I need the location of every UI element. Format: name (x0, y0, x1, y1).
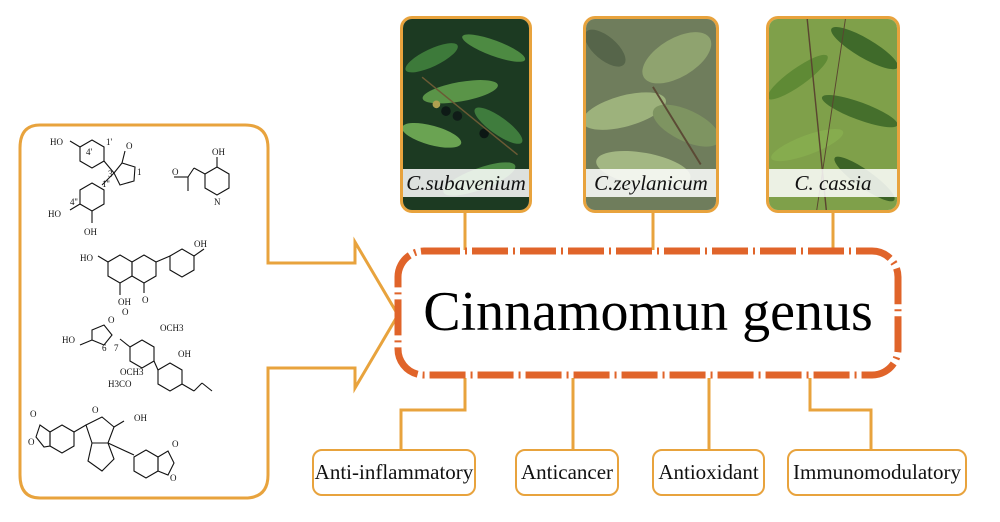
hub-title: Cinnamomun genus (423, 281, 873, 343)
atom-label: 6 (102, 343, 107, 353)
atom-label: HO (62, 335, 75, 345)
structure-lactone (69, 139, 136, 223)
atom-label: O (30, 409, 37, 419)
atom-label: O (142, 295, 149, 305)
atom-label: O (172, 439, 179, 449)
atom-label: OH (84, 227, 97, 237)
atom-label: 7 (114, 343, 119, 353)
atom-label: H3CO (108, 379, 132, 389)
species-label: C.zeylanicum (586, 169, 716, 197)
atom-label: OH (118, 297, 131, 307)
atom-label: O (126, 141, 133, 151)
activity-anti-inflammatory: Anti-inflammatory (312, 449, 476, 496)
atom-label: OCH3 (160, 323, 184, 333)
atom-label: OH (134, 413, 147, 423)
structure-furofuran (35, 416, 175, 479)
atom-label: HO (48, 209, 61, 219)
species-label: C.subavenium (403, 169, 529, 197)
atom-label: 4' (86, 147, 93, 157)
atom-label: O (170, 473, 177, 483)
atom-label: OH (178, 349, 191, 359)
species-label: C. cassia (769, 169, 897, 197)
atom-label: 3 (108, 169, 113, 179)
structure-biphenyl (79, 324, 213, 392)
atom-label: OH (212, 147, 225, 157)
atom-label: HO (50, 137, 63, 147)
atom-label: 1' (106, 137, 113, 147)
structure-flavone (97, 248, 205, 295)
structures-panel (18, 123, 400, 500)
connector-bottom-1 (399, 378, 467, 449)
hub-box (394, 247, 902, 379)
atom-label: O (92, 405, 99, 415)
activity-antioxidant: Antioxidant (652, 449, 765, 496)
connector-bottom-4 (808, 378, 873, 449)
structure-pyridine (174, 157, 230, 196)
activity-anticancer: Anticancer (515, 449, 619, 496)
atom-label: N (214, 197, 221, 207)
atom-label: HO (80, 253, 93, 263)
atom-label: 1'' (102, 179, 110, 189)
atom-label: OH (194, 239, 207, 249)
atom-label: 1 (137, 167, 142, 177)
atom-label: O (122, 307, 129, 317)
atom-label: O (108, 315, 115, 325)
atom-label: 4'' (70, 197, 78, 207)
activity-immunomodulatory: Immunomodulatory (787, 449, 967, 496)
species-photo-subavenium: C.subavenium (400, 16, 532, 213)
species-photo-cassia: C. cassia (766, 16, 900, 213)
atom-label: OCH3 (120, 367, 144, 377)
atom-label: O (172, 167, 179, 177)
atom-label: O (28, 437, 35, 447)
species-photo-zeylanicum: C.zeylanicum (583, 16, 719, 213)
